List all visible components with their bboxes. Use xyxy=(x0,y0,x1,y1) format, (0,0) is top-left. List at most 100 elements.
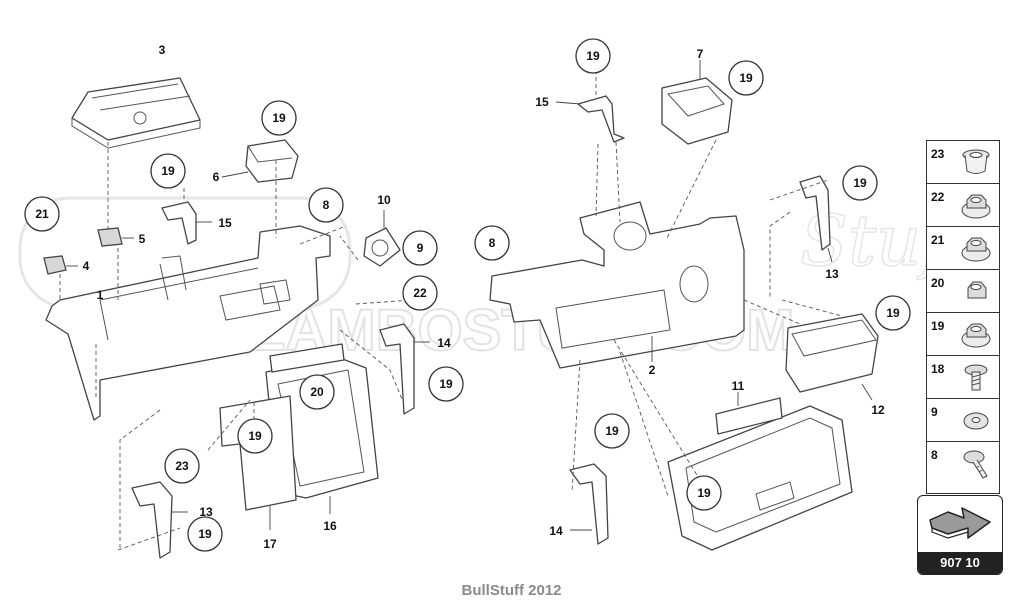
part-4-clip xyxy=(43,255,78,275)
label-1: 1 xyxy=(97,288,104,302)
part-1-main-bracket xyxy=(45,225,331,421)
small-parts-panel: 23 22 21 20 19 xyxy=(926,140,1000,494)
small-part-number: 22 xyxy=(931,190,945,204)
label-12: 12 xyxy=(871,403,885,417)
small-part-number: 9 xyxy=(931,405,938,419)
small-part-row: 21 xyxy=(927,227,999,270)
label-2: 2 xyxy=(649,363,656,377)
callout-21: 21 xyxy=(24,196,60,232)
svg-text:19: 19 xyxy=(853,176,867,190)
svg-text:9: 9 xyxy=(417,241,424,255)
small-part-row: 23 xyxy=(927,141,999,184)
callout-19: 19 xyxy=(842,165,878,201)
label-7: 7 xyxy=(697,47,704,61)
label-4: 4 xyxy=(83,259,90,273)
callout-19: 19 xyxy=(428,366,464,402)
callout-19: 19 xyxy=(728,60,764,96)
small-part-number: 8 xyxy=(931,448,938,462)
callout-19: 19 xyxy=(150,153,186,189)
callout-8: 8 xyxy=(474,225,510,261)
small-part-row: 18 xyxy=(927,356,999,399)
callout-19: 19 xyxy=(187,516,223,552)
part-14-bracket-right xyxy=(569,463,609,545)
label-11: 11 xyxy=(732,379,745,393)
svg-text:19: 19 xyxy=(272,111,286,125)
svg-text:19: 19 xyxy=(886,306,900,320)
label-16: 16 xyxy=(323,519,337,533)
part-14-bracket-left xyxy=(379,323,430,415)
screw-icon xyxy=(964,364,988,391)
small-part-number: 19 xyxy=(931,319,945,333)
callout-19: 19 xyxy=(261,100,297,136)
callout-19: 19 xyxy=(237,418,273,454)
small-part-number: 20 xyxy=(931,276,945,290)
small-part-number: 21 xyxy=(931,233,945,247)
svg-text:23: 23 xyxy=(175,459,189,473)
svg-text:19: 19 xyxy=(697,486,711,500)
callout-19: 19 xyxy=(594,413,630,449)
grommet-icon xyxy=(962,149,990,174)
flange-nut-icon xyxy=(961,237,991,262)
footer-caption: BullStuff 2012 xyxy=(461,582,562,599)
small-part-number: 18 xyxy=(931,362,945,376)
label-5: 5 xyxy=(139,232,146,246)
callout-19: 19 xyxy=(686,475,722,511)
part-12-module xyxy=(785,313,879,401)
part-11-ecu xyxy=(667,392,853,551)
label-10: 10 xyxy=(377,193,391,207)
svg-text:19: 19 xyxy=(586,49,600,63)
part-15-bracket-right xyxy=(555,95,625,143)
callout-22: 22 xyxy=(402,275,438,311)
small-part-row: 20 xyxy=(927,270,999,313)
svg-text:19: 19 xyxy=(439,377,453,391)
label-15: 15 xyxy=(218,216,232,230)
svg-text:20: 20 xyxy=(310,385,324,399)
svg-text:8: 8 xyxy=(323,198,330,212)
callout-19: 19 xyxy=(875,295,911,331)
svg-text:19: 19 xyxy=(248,429,262,443)
small-part-row: 8 xyxy=(927,442,999,485)
part-17-bracket xyxy=(219,395,297,530)
svg-text:19: 19 xyxy=(739,71,753,85)
part-10-connector xyxy=(363,210,401,267)
washer-icon xyxy=(963,412,989,430)
label-14: 14 xyxy=(437,336,451,350)
label-3: 3 xyxy=(159,43,166,57)
next-page-button[interactable]: 907 10 xyxy=(917,495,1003,575)
small-part-row: 9 xyxy=(927,399,999,442)
part-6-sensor xyxy=(221,139,299,183)
label-6: 6 xyxy=(213,170,220,184)
next-page-arrow-icon xyxy=(929,507,991,539)
left-assembly xyxy=(43,77,430,559)
bolt-icon xyxy=(963,450,988,479)
right-assembly xyxy=(489,60,879,551)
svg-text:19: 19 xyxy=(161,164,175,178)
svg-text:22: 22 xyxy=(413,286,427,300)
part-3-control-unit xyxy=(71,77,201,149)
flange-nut-icon xyxy=(961,194,991,219)
part-15-bracket-left xyxy=(161,201,212,245)
svg-text:19: 19 xyxy=(605,424,619,438)
label-15: 15 xyxy=(535,95,549,109)
small-part-number: 23 xyxy=(931,147,945,161)
svg-text:19: 19 xyxy=(198,527,212,541)
small-part-row: 19 xyxy=(927,313,999,356)
label-17: 17 xyxy=(263,537,277,551)
part-2-main-bracket xyxy=(489,201,745,369)
callout-8: 8 xyxy=(308,187,344,223)
callout-23: 23 xyxy=(164,448,200,484)
part-13-bracket-left xyxy=(131,481,188,559)
callout-19: 19 xyxy=(575,38,611,74)
label-13: 13 xyxy=(199,505,213,519)
page-code: 907 10 xyxy=(918,552,1002,574)
callout-20: 20 xyxy=(299,374,335,410)
label-14: 14 xyxy=(549,524,563,538)
svg-text:8: 8 xyxy=(489,236,496,250)
hex-nut-icon xyxy=(967,281,987,299)
callout-9: 9 xyxy=(402,230,438,266)
small-part-row: 22 xyxy=(927,184,999,227)
label-13: 13 xyxy=(825,267,839,281)
part-13-bracket-right xyxy=(799,175,833,263)
part-7-module xyxy=(661,60,733,145)
